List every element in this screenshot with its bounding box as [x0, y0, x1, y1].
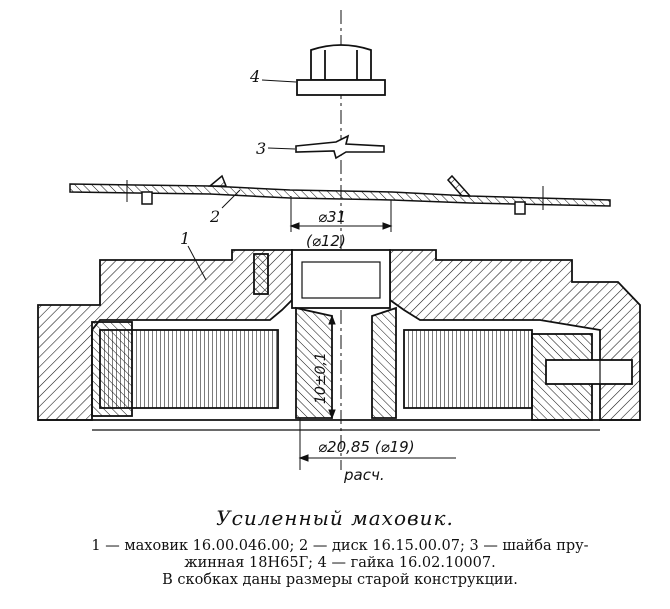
figure-title: Усиленный маховик. [216, 506, 454, 530]
dim-hole-new: ⌀31 [318, 208, 346, 226]
leader-1 [187, 245, 207, 281]
dim-hole-old: (⌀12) [306, 232, 346, 250]
dim-calc-note: расч. [343, 466, 385, 484]
disc-part-2 [69, 174, 611, 215]
hole-dimension [289, 196, 393, 232]
part-label-4: 4 [249, 67, 260, 86]
figure-legend: 1 — маховик 16.00.046.00; 2 — диск 16.15… [40, 538, 640, 589]
bore-dimension [298, 418, 456, 470]
legend-line-2: жинная 18Н65Г; 4 — гайка 16.02.10007. [184, 555, 496, 571]
leader-2 [221, 189, 241, 209]
part-label-2: 2 [209, 207, 220, 226]
dim-height: 10±0,1 [313, 352, 329, 404]
legend-line-1: 1 — маховик 16.00.046.00; 2 — диск 16.15… [91, 538, 589, 554]
part-label-1: 1 [180, 229, 190, 248]
leader-4 [261, 79, 297, 83]
part-label-3: 3 [256, 139, 266, 158]
legend-line-3: В скобках даны размеры старой конструкци… [162, 572, 518, 588]
flywheel-drawing: 4 3 2 ⌀31 (⌀12) [37, 10, 641, 484]
leader-3 [267, 147, 296, 150]
height-dimension [328, 314, 336, 420]
flywheel-part-1 [37, 249, 641, 431]
nut-part-4 [296, 44, 386, 96]
dim-bore: ⌀20,85 (⌀19) [318, 438, 415, 456]
washer-part-3 [295, 134, 385, 160]
